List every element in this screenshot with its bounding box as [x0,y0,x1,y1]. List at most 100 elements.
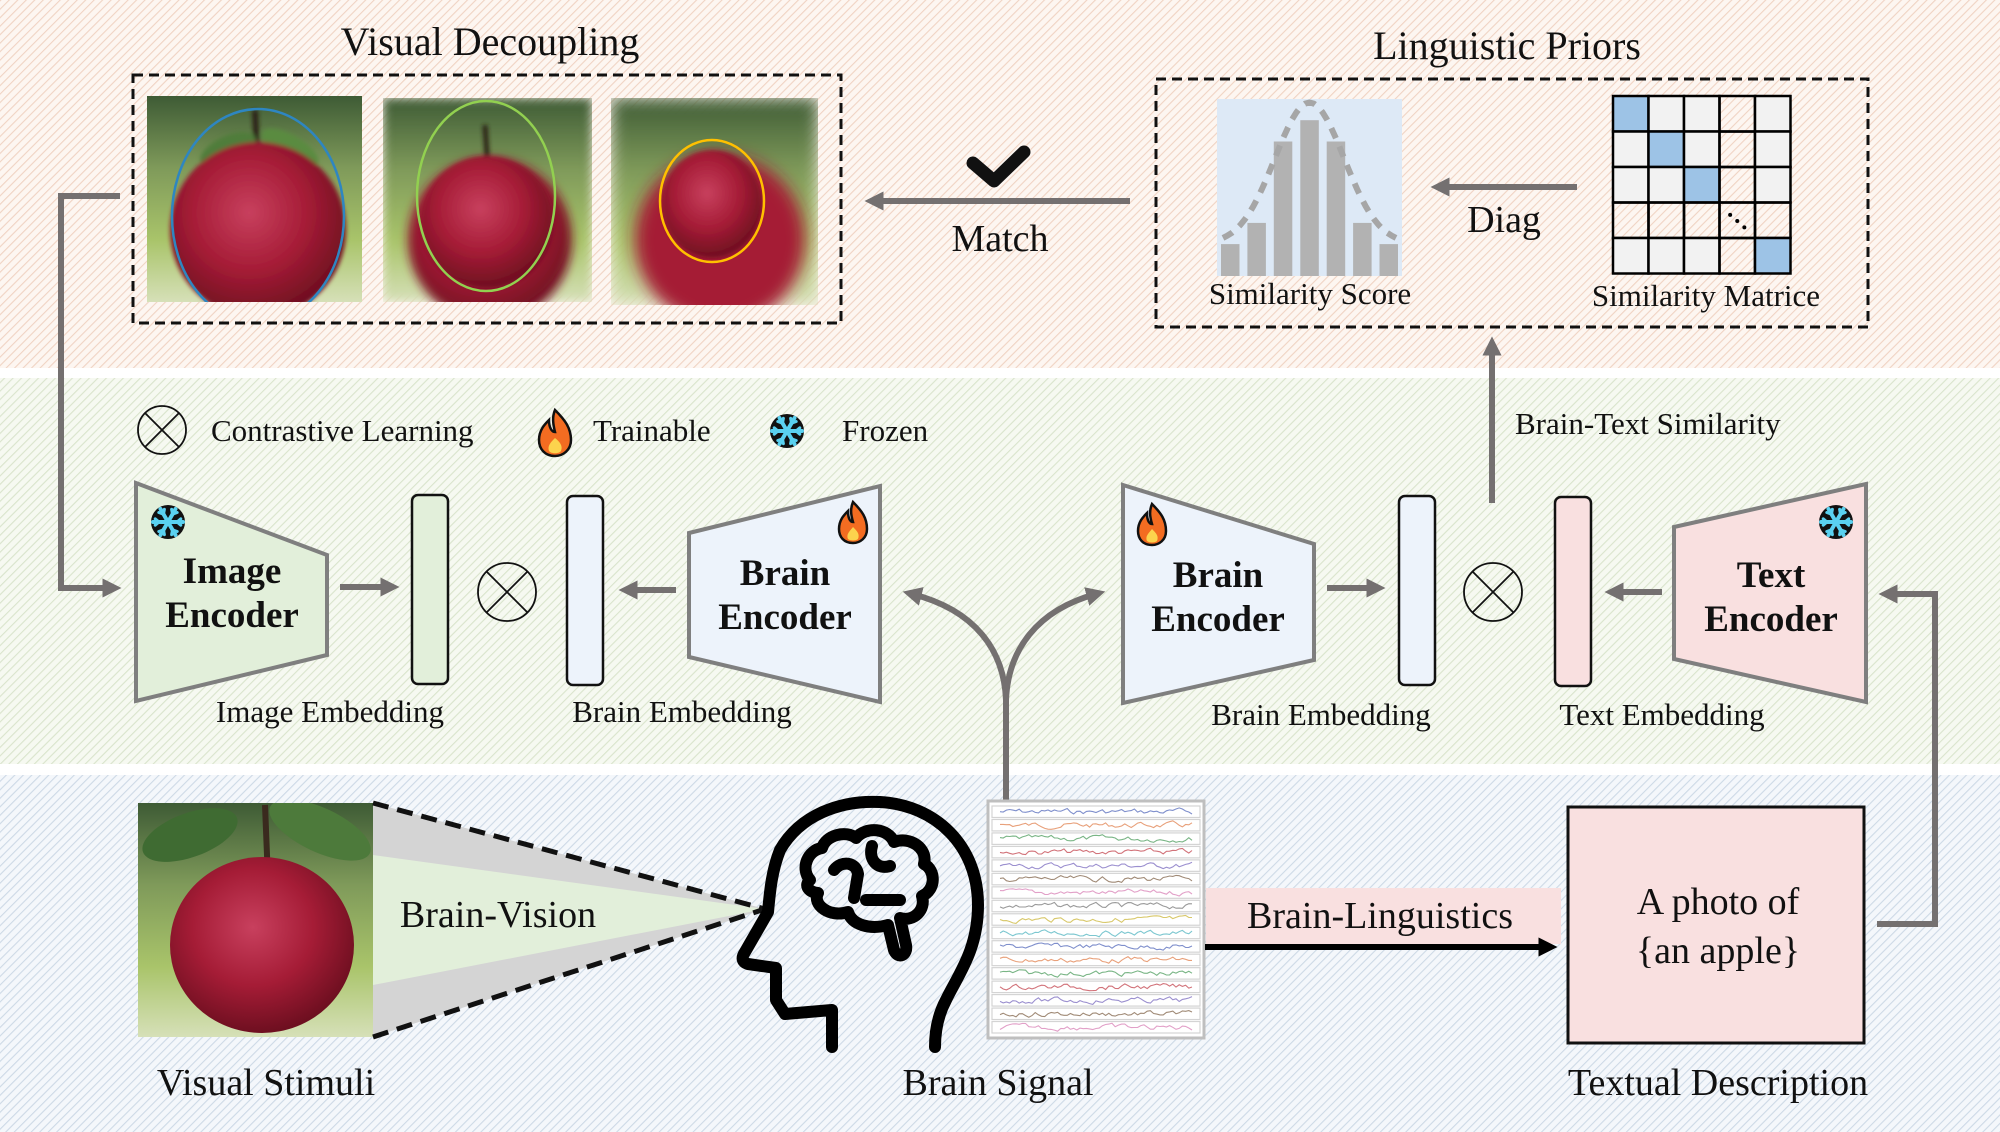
similarity-score-bar-6 [1353,222,1372,276]
similarity-matrix-label: Similarity Matrice [1592,278,1820,313]
visual-decoupling-dashed-box [131,73,843,325]
image-encoder-frozen-icon [151,505,185,539]
brain-embedding-right-bar [1397,494,1437,687]
eeg-trace [999,983,1193,992]
eeg-channel-row [991,859,1201,872]
text-encoder-label-line2: Encoder [1704,599,1838,640]
similarity-score-bar-7 [1379,244,1398,276]
brain-signal-split-arrows [902,587,1106,801]
matrix-cell [1647,165,1686,204]
visual-decoupling-panel: Visual Decoupling [131,19,843,325]
text-description-box [1566,805,1866,1045]
eeg-channel-row [991,818,1201,832]
similarity-score-label: Similarity Score [1209,276,1411,311]
contrastive-learning-right-icon [1463,562,1523,622]
eeg-channel-row [991,980,1201,994]
eeg-trace [999,874,1193,884]
visual-decoupling-title: Visual Decoupling [341,19,640,64]
matrix-cell [1753,130,1792,169]
matrix-cell [1647,130,1686,169]
eeg-trace [999,888,1193,897]
textual-description-label: Textual Description [1568,1062,1868,1104]
eeg-channel-row [991,872,1201,886]
decoupled-apple-image-2 [383,98,592,302]
eeg-channel-row [991,805,1201,819]
eeg-trace [999,956,1192,964]
brain-signal-eeg-plot [986,799,1206,1040]
matrix-ellipsis-dot [1735,218,1740,223]
brain-embedding-right-label: Brain Embedding [1211,697,1431,732]
brain-encoder-left-label-line2: Encoder [718,597,852,638]
matrix-cell [1682,165,1721,204]
eeg-trace [999,1022,1193,1032]
linguistic-priors-dashed-box [1154,77,1870,329]
brain-linguistics-band [1206,888,1561,944]
match-label: Match [951,218,1048,260]
matrix-cell [1753,236,1792,275]
legend-trainable-label: Trainable [593,413,711,448]
visual-stimuli-image [138,803,373,1037]
brain-encoder-left-label-line1: Brain [740,553,831,594]
eeg-trace [999,861,1193,870]
decoupled-apple-image-3 [611,98,818,305]
matrix-cell [1611,236,1650,275]
eeg-channel-row [991,845,1201,859]
eeg-channel-row [991,886,1201,899]
text-encoder-frozen-icon [1819,505,1853,539]
brain-embedding-left-label: Brain Embedding [572,694,792,729]
eeg-trace [1000,820,1193,830]
text-encoder: Text Encoder [1672,481,1868,705]
brain-text-similarity-label: Brain-Text Similarity [1515,406,1781,441]
similarity-score-bar-5 [1326,141,1346,276]
brain-signal-to-right-encoder-arrow [1003,587,1106,701]
matrix-cell [1647,236,1686,275]
vision-cone [372,800,766,1040]
eeg-trace [999,996,1193,1006]
text-encoder-label-line1: Text [1737,555,1806,596]
eeg-channel-row [991,1007,1201,1021]
eeg-channel-row [991,967,1201,980]
eeg-channel-row [991,953,1201,967]
eeg-channel-row [991,940,1201,953]
matrix-cell [1611,130,1650,169]
contrastive-learning-icon [137,405,187,455]
brain-signal-label: Brain Signal [902,1062,1093,1104]
brain-signal-to-left-encoder-arrow [902,587,1009,701]
legend-frozen-label: Frozen [842,413,929,448]
eeg-channel-row [991,832,1201,846]
eeg-trace [999,901,1193,910]
fire-icon [537,407,573,458]
description-to-text-encoder-connector [1877,584,1938,927]
matrix-cell [1611,165,1650,204]
eeg-trace [999,914,1192,924]
similarity-score-bar-3 [1273,141,1293,276]
eeg-trace [999,929,1193,938]
image-encoder-label-line1: Image [183,551,282,592]
similarity-score-curve [1221,99,1398,241]
brain-vision-label: Brain-Vision [400,894,596,936]
brain-encoder-right-label-line1: Brain [1173,555,1264,596]
brain-encoder-left-trainable-icon [837,499,869,545]
eeg-trace [999,969,1193,978]
matrix-cell [1682,130,1721,169]
brain-linguistics-label: Brain-Linguistics [1247,895,1513,937]
match-connector: Match [864,145,1130,260]
matrix-cell [1753,94,1792,133]
similarity-score-chart [1217,99,1402,276]
brain-encoder-right-label-line2: Encoder [1151,599,1285,640]
eeg-channel-row [991,1020,1201,1034]
linguistic-priors-title: Linguistic Priors [1373,23,1641,68]
section-middle-background [0,378,2000,764]
brain-encoder-right: Brain Encoder [1121,482,1316,706]
eeg-trace [999,834,1193,843]
check-icon [966,145,1031,188]
image-embedding-label: Image Embedding [216,694,444,729]
eeg-channel-row [991,899,1201,913]
matrix-cell [1682,236,1721,275]
text-embedding-label: Text Embedding [1559,697,1764,732]
brain-encoder-left: Brain Encoder [687,483,882,705]
snowflake-icon [770,414,804,448]
contrastive-learning-left-icon [477,562,537,622]
text-description-line1: A photo of [1637,881,1800,923]
